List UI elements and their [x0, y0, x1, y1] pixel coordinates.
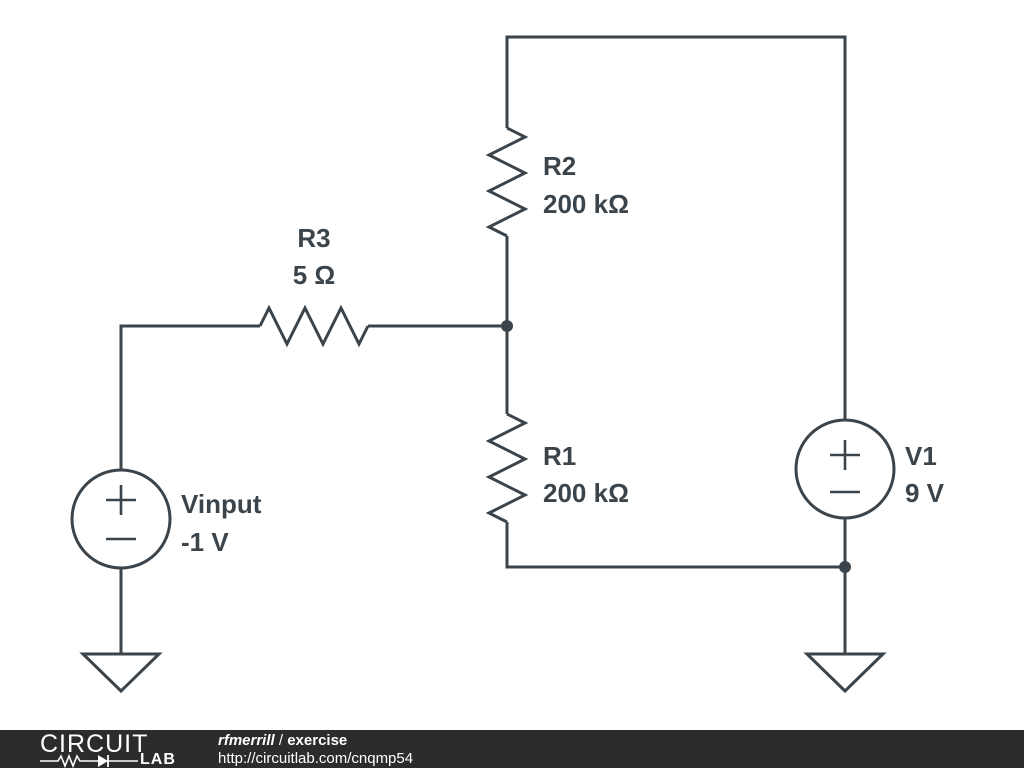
- voltage-source-vinput: [70, 468, 172, 570]
- resistor-r1: [485, 412, 529, 524]
- credit-separator: /: [278, 732, 284, 749]
- wire-bottom-rail: [505, 522, 845, 569]
- label-r3-name: R3: [297, 223, 330, 253]
- wire-top-loop: [505, 35, 847, 420]
- author-name[interactable]: rfmerrill: [218, 732, 275, 749]
- label-v1-value: 9 V: [905, 478, 945, 508]
- label-vinput-value: -1 V: [181, 527, 229, 557]
- circuitlab-logo-text[interactable]: CIRCUIT: [40, 730, 149, 758]
- junction-node-middle: [501, 320, 513, 332]
- label-r1-name: R1: [543, 441, 576, 471]
- circuit-schematic: R2 200 kΩ R3 5 Ω R1 200 kΩ Vinput -1 V V…: [70, 35, 945, 694]
- circuit-title[interactable]: exercise: [287, 732, 348, 749]
- resistor-r2: [485, 126, 529, 238]
- label-r2-value: 200 kΩ: [543, 189, 629, 219]
- footer-bar: CIRCUIT LAB rfmerrill / exercise http://…: [0, 730, 1024, 768]
- circuitlab-logo-lab: LAB: [140, 751, 176, 768]
- logo-resistor-diode-icon: [40, 754, 138, 768]
- label-r3-value: 5 Ω: [293, 260, 336, 290]
- label-vinput-name: Vinput: [181, 489, 262, 519]
- ground-symbol-right: [803, 652, 887, 694]
- ground-symbol-left: [79, 652, 163, 694]
- wire-vinput-to-r3: [119, 324, 260, 470]
- credit-line: rfmerrill / exercise: [218, 732, 347, 749]
- label-r2-name: R2: [543, 151, 576, 181]
- label-r1-value: 200 kΩ: [543, 478, 629, 508]
- voltage-source-v1: [794, 418, 896, 520]
- circuit-url-link[interactable]: http://circuitlab.com/cnqmp54: [218, 750, 414, 767]
- label-v1-name: V1: [905, 441, 937, 471]
- junction-node-bottom: [839, 561, 851, 573]
- resistor-r3: [258, 304, 370, 348]
